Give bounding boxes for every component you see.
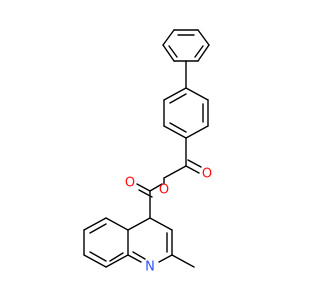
bond [185, 87, 209, 101]
bond-inner [132, 251, 146, 260]
bond [185, 125, 209, 139]
bond [127, 217, 151, 231]
quinoline-nitrogen-label: N [145, 260, 155, 275]
bond [158, 254, 173, 263]
bond-inner [168, 45, 178, 58]
bond [163, 165, 187, 179]
bond [149, 217, 173, 231]
bond [105, 217, 129, 231]
bond [187, 159, 202, 168]
bond [136, 183, 151, 192]
bond-inner [169, 122, 187, 133]
bond [162, 44, 175, 62]
bond [83, 217, 107, 231]
bond [163, 125, 187, 139]
bond-inner [194, 45, 204, 58]
bond [162, 29, 175, 46]
bond-inner [89, 223, 107, 234]
bond-lines [83, 29, 210, 268]
bond-inner [109, 252, 124, 262]
bond [171, 254, 195, 268]
bond [149, 183, 163, 192]
bond [185, 165, 200, 174]
bond [197, 29, 210, 46]
bond [127, 254, 142, 263]
bond [105, 254, 129, 268]
bond [83, 254, 107, 268]
bond-inner [169, 93, 187, 104]
bond-inner [89, 251, 107, 262]
ester-oxygen-label: O [159, 183, 169, 198]
bond [197, 44, 210, 62]
bond [163, 87, 187, 101]
chemical-structure: O O O N [83, 29, 212, 275]
carbonyl-oxygen-label: O [125, 176, 135, 191]
ketone-oxygen-label: O [202, 167, 212, 182]
atom-labels: O O O N [125, 167, 212, 275]
